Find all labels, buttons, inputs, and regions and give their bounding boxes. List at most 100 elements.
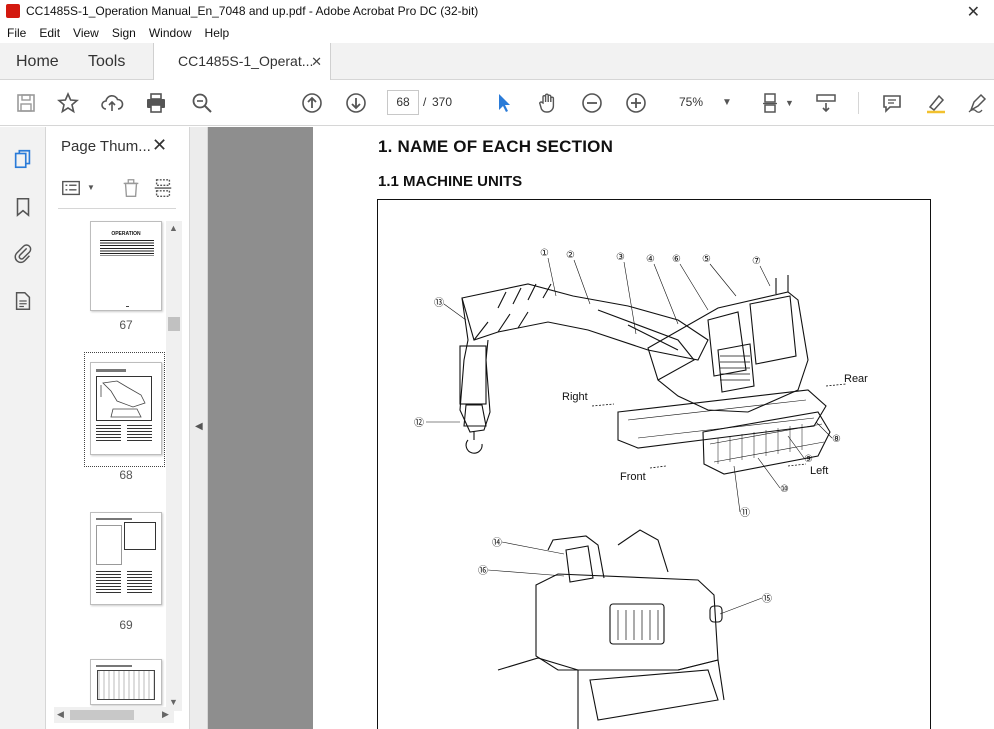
thumbnail-figure — [96, 525, 122, 565]
panel-close-button[interactable]: ✕ — [152, 135, 168, 155]
direction-right-label: Right — [562, 391, 588, 403]
window-title: CC1485S-1_Operation Manual_En_7048 and u… — [26, 4, 479, 18]
callout-16: ⑯ — [478, 565, 488, 577]
callout-9: ⑨ — [804, 454, 813, 465]
callout-7: ⑦ — [752, 256, 761, 267]
print-icon[interactable] — [142, 89, 170, 117]
callout-3: ③ — [616, 252, 625, 263]
thumbnail-heading-line — [96, 665, 132, 667]
search-zoom-icon[interactable] — [188, 89, 216, 117]
menu-window[interactable]: Window — [148, 25, 192, 40]
tab-tools[interactable]: Tools — [88, 53, 126, 70]
callout-5: ⑤ — [702, 254, 711, 265]
callout-12: ⑫ — [414, 417, 424, 429]
thumbnail-label: 69 — [119, 618, 133, 632]
thumbnail-figure — [97, 670, 155, 700]
bookmark-star-icon[interactable] — [54, 89, 82, 117]
menu-sign[interactable]: Sign — [111, 25, 136, 40]
page-thumbnails-panel: Page Thum... ✕ ▼ OPERATION 67 68 — [46, 127, 189, 729]
thumbnail-heading-line — [96, 369, 126, 372]
thumbnail-page-67[interactable]: OPERATION — [90, 221, 162, 311]
menu-file[interactable]: File — [7, 25, 27, 40]
direction-left-label: Left — [810, 465, 828, 477]
thumbnail-text-block — [96, 425, 121, 443]
scroll-up-arrow[interactable]: ▲ — [169, 223, 178, 233]
title-bar: CC1485S-1_Operation Manual_En_7048 and u… — [0, 0, 994, 22]
thumbnail-heading: OPERATION — [111, 231, 141, 237]
thumbnail-page-68[interactable] — [90, 362, 162, 455]
thumbnail-figure — [96, 376, 152, 421]
main-toolbar: 68 / 370 75% ▼ ▼ — [0, 80, 994, 126]
scroll-left-arrow[interactable]: ◀ — [57, 709, 64, 719]
machine-units-figure: ① ② ③ ④ ⑥ ⑤ ⑦ ⑬ ⑫ ⑧ ⑨ ⑩ ⑪ ⑭ ⑯ ⑮ — [377, 199, 931, 729]
crane-illustration: ① ② ③ ④ ⑥ ⑤ ⑦ ⑬ ⑫ ⑧ ⑨ ⑩ ⑪ ⑭ ⑯ ⑮ — [414, 248, 868, 729]
chevron-down-icon[interactable]: ▼ — [722, 97, 732, 108]
menu-edit[interactable]: Edit — [39, 25, 61, 40]
page-number-input[interactable]: 68 — [387, 90, 419, 115]
callout-14: ⑭ — [492, 537, 502, 549]
next-page-icon[interactable] — [342, 89, 370, 117]
chevron-down-icon[interactable]: ▼ — [87, 183, 95, 192]
zoom-in-icon[interactable] — [622, 89, 650, 117]
thumbnail-page-70[interactable] — [90, 659, 162, 705]
callout-8: ⑧ — [832, 434, 841, 445]
callout-2: ② — [566, 250, 575, 261]
document-properties-icon[interactable] — [11, 289, 35, 313]
acrobat-app-icon — [6, 4, 20, 18]
bookmarks-icon[interactable] — [11, 195, 35, 219]
scrollbar-thumb[interactable] — [70, 710, 134, 720]
thumbnail-figure — [124, 522, 156, 550]
scroll-right-arrow[interactable]: ▶ — [162, 709, 169, 719]
thumbnail-heading-line — [96, 518, 132, 520]
thumbnail-page-mark — [126, 306, 129, 307]
pdf-page: 1. NAME OF EACH SECTION 1.1 MACHINE UNIT… — [313, 127, 994, 729]
delete-trash-icon[interactable] — [120, 177, 142, 199]
hand-tool-icon[interactable] — [534, 89, 562, 117]
collapse-arrow-icon[interactable]: ◀ — [195, 421, 203, 432]
tab-close-button[interactable]: ✕ — [311, 54, 322, 69]
previous-page-icon[interactable] — [298, 89, 326, 117]
panel-toolbar: ▼ — [46, 167, 189, 209]
panel-toolbar-divider — [58, 208, 176, 209]
scroll-down-arrow[interactable]: ▼ — [169, 697, 178, 707]
menu-view[interactable]: View — [73, 25, 99, 40]
page-fit-icon[interactable] — [758, 89, 786, 117]
callout-labels: ① ② ③ ④ ⑥ ⑤ ⑦ ⑬ ⑫ ⑧ ⑨ ⑩ ⑪ ⑭ ⑯ ⑮ — [414, 248, 841, 605]
insert-page-icon[interactable] — [152, 177, 174, 199]
thumbnail-options-icon[interactable] — [60, 177, 82, 199]
tab-document[interactable]: CC1485S-1_Operat... ✕ — [153, 43, 331, 81]
tab-home[interactable]: Home — [16, 53, 59, 70]
select-cursor-icon[interactable] — [490, 89, 518, 117]
page-thumbnails-icon[interactable] — [11, 147, 35, 171]
menu-help[interactable]: Help — [204, 25, 230, 40]
panel-collapse-strip[interactable]: ◀ — [189, 127, 208, 729]
thumbnail-text-block — [127, 571, 152, 593]
thumbnail-vertical-scrollbar[interactable]: ▲ ▼ — [166, 221, 182, 711]
left-navigation-rail — [0, 127, 46, 729]
scroll-mode-icon[interactable] — [812, 89, 840, 117]
window-close-button[interactable]: ✕ — [966, 4, 980, 21]
zoom-level-select[interactable]: 75% — [679, 95, 704, 109]
save-icon[interactable] — [12, 89, 40, 117]
tab-bar: Home Tools CC1485S-1_Operat... ✕ — [0, 43, 994, 81]
sign-pen-icon[interactable] — [964, 89, 992, 117]
attachments-icon[interactable] — [11, 241, 35, 265]
document-view[interactable]: 1. NAME OF EACH SECTION 1.1 MACHINE UNIT… — [208, 127, 994, 729]
callout-6: ⑥ — [672, 254, 681, 265]
tab-document-label: CC1485S-1_Operat... — [178, 53, 314, 69]
chevron-down-icon[interactable]: ▼ — [785, 98, 794, 108]
zoom-out-icon[interactable] — [578, 89, 606, 117]
menu-bar: File Edit View Sign Window Help — [0, 22, 994, 43]
upload-cloud-icon[interactable] — [98, 89, 126, 117]
highlight-pen-icon[interactable] — [922, 89, 950, 117]
callout-11: ⑪ — [740, 507, 750, 519]
section-heading: 1. NAME OF EACH SECTION — [378, 137, 614, 156]
thumbnail-selection-frame — [84, 352, 165, 467]
subsection-heading: 1.1 MACHINE UNITS — [378, 173, 523, 190]
thumbnail-text-block — [127, 425, 152, 443]
thumbnail-horizontal-scrollbar[interactable]: ◀ ▶ — [54, 707, 174, 723]
thumbnail-text-block — [100, 240, 154, 256]
comment-icon[interactable] — [878, 89, 906, 117]
thumbnail-page-69[interactable] — [90, 512, 162, 605]
scrollbar-thumb[interactable] — [168, 317, 180, 331]
